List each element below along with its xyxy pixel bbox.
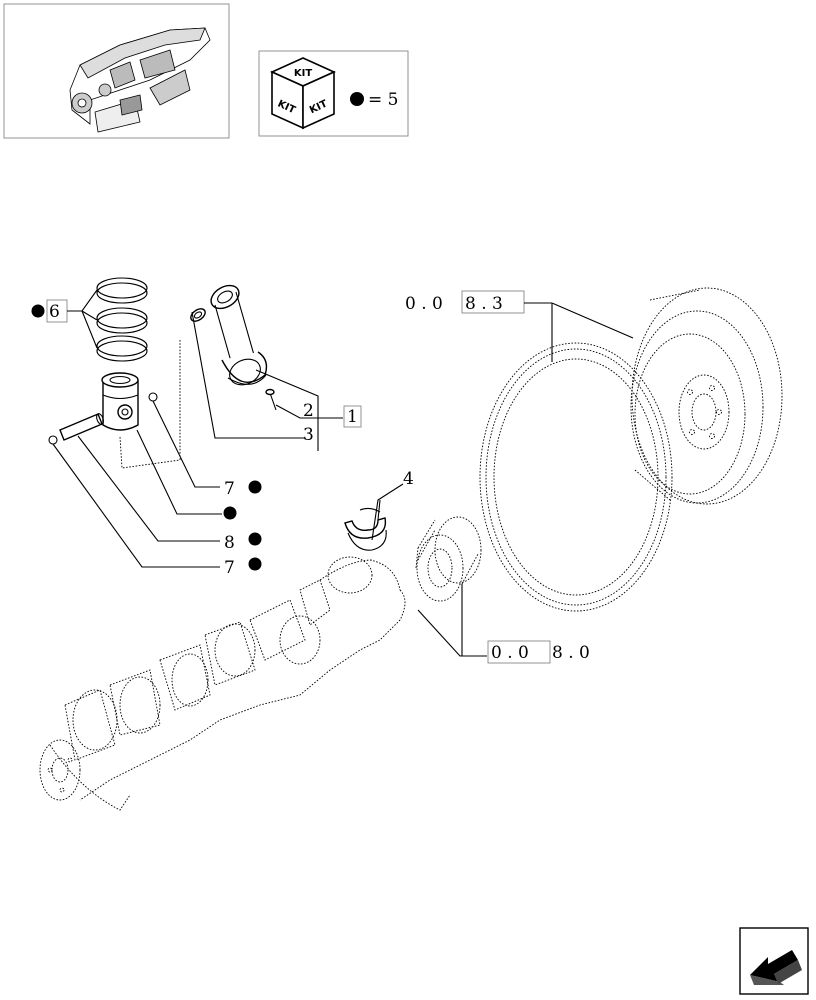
kit-bullet-icon [248,557,262,571]
flywheel-ref-prefix: 0 . 0 [405,294,443,314]
kit-bullet-icon [248,532,262,546]
next-page-button[interactable] [739,927,809,995]
part-1-label: 1 [347,407,358,427]
kit-bullet-icon [223,506,237,520]
callout-piston-group: 7 8 7 [52,400,262,578]
kit-top-label: KIT [294,68,312,79]
engine-thumbnail [3,3,230,139]
circlip-upper [148,392,158,402]
part-3-label: 3 [303,425,314,445]
rod-bolt [265,388,277,411]
part-2-label: 2 [303,401,314,421]
part-7-lower-label: 7 [224,558,235,578]
piston-pin [59,413,104,441]
piston-rings [96,277,148,362]
kit-bullet-icon [350,92,364,106]
crank-gear [415,516,482,602]
crankshaft [39,556,406,811]
gear-ref-suffix: 8 . 0 [552,643,590,663]
engine-illustration [69,27,211,133]
circlip-lower [48,435,58,445]
connecting-rod [190,284,268,386]
piston [101,340,181,469]
part-8-label: 8 [224,533,235,553]
callout-6: 6 [31,289,98,349]
ring-gear [479,342,673,612]
flywheel-ref-boxed: 8 . 3 [465,294,503,314]
bearing-shells: 4 [344,469,414,551]
kit-cube-icon: KIT KIT KIT [270,57,336,130]
arrow-icon [750,950,802,985]
flywheel [630,287,783,505]
kit-bullet-icon [31,304,45,318]
part-4-label: 4 [403,469,414,489]
reference-crank-gear: 0 . 0 8 . 0 [417,584,590,664]
part-6-label: 6 [49,302,60,322]
gear-ref-boxed: 0 . 0 [491,643,529,663]
callout-1-2-3: 1 2 3 [191,311,362,451]
part-7-upper-label: 7 [224,479,235,499]
kit-legend: KIT KIT KIT = 5 [258,50,409,137]
reference-flywheel: 0 . 0 8 . 3 [405,290,634,362]
kit-bullet-icon [248,480,262,494]
kit-count-label: = 5 [368,90,398,110]
